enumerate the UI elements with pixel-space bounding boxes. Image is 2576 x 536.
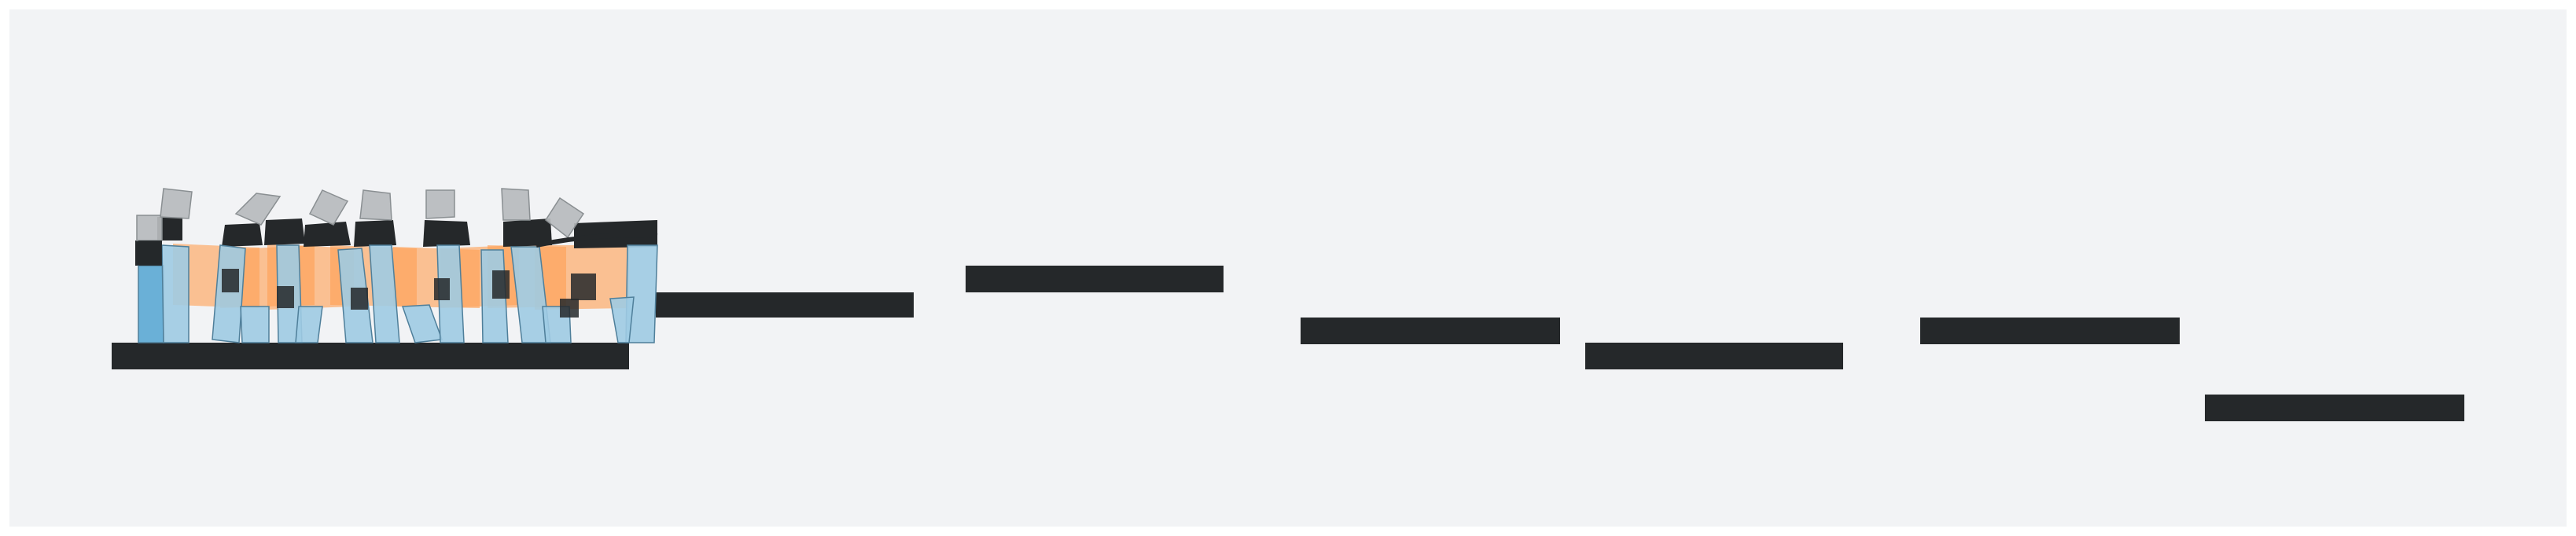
walker-leg [609,296,635,343]
platform [112,343,629,369]
walker-head [545,196,585,239]
walker-joint [222,269,239,292]
walker-head [308,189,349,226]
walker-joint [434,278,450,300]
game-scene [9,9,2567,527]
walker-shoulder [264,218,305,245]
walker-head [136,215,163,241]
walker-head [359,189,392,221]
walker-joint [571,274,596,300]
walker-shoulder [304,222,351,247]
walker-shoulder [423,220,470,247]
walker-leg [436,244,465,343]
scene-canvas [112,188,2464,421]
walker-joint [560,299,579,318]
walker-torso-outline [535,233,658,248]
walker-trail-group [135,188,658,343]
walker-head [501,188,531,221]
walker-head [425,189,455,219]
walker-leg [240,306,270,343]
walker-joint [492,270,510,299]
platform [966,266,1224,292]
walker-head [160,188,193,219]
walker-shoulder [222,223,263,247]
walker-joint [277,286,294,308]
walker-leg [138,265,164,343]
walker-leg [401,304,443,343]
walker-joint [351,288,368,310]
platform [1301,318,1560,344]
walker-leg [295,306,323,343]
platform [1920,318,2180,344]
walker-shoulder [157,217,182,240]
platform [2205,395,2464,421]
walker-leg [369,244,400,343]
walker-leg [161,244,190,343]
walker-head [234,193,282,226]
terrain-group [112,266,2464,421]
walker-joint [138,240,162,266]
platform [1585,343,1843,369]
platform [656,292,914,318]
walker-shoulder [354,220,396,247]
walker-shoulder [503,218,552,247]
